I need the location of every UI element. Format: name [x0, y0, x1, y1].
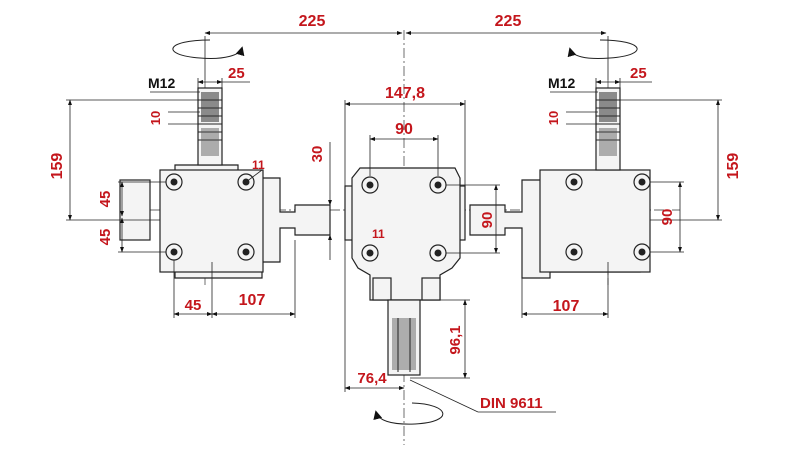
dim-107-left: 107 — [239, 292, 266, 309]
left-gearbox — [119, 87, 331, 279]
hole-11-center: 11 — [372, 227, 385, 241]
center-dimensions: 147,8 90 30 90 11 96,1 76,4 DIN 9611 — [309, 85, 556, 413]
dim-147-8: 147,8 — [385, 85, 425, 102]
hole-11-left: 11 — [252, 158, 265, 172]
right-gearbox — [469, 87, 651, 279]
dim-10-left: 10 — [148, 111, 163, 125]
dim-76-4: 76,4 — [357, 370, 387, 387]
thread-m12-right: M12 — [548, 75, 575, 91]
dim-159-left: 159 — [49, 153, 66, 180]
rotation-arrow-bottom-icon — [373, 402, 444, 425]
left-dimensions: M12 25 10 159 45 45 11 45 107 — [49, 65, 296, 318]
dim-45-top: 45 — [97, 191, 114, 208]
dim-159-right: 159 — [725, 153, 742, 180]
dim-30: 30 — [309, 146, 326, 163]
thread-m12-left: M12 — [148, 75, 175, 91]
mounting-holes-right — [565, 173, 651, 261]
dim-225-left: 225 — [299, 13, 326, 30]
dim-96-1: 96,1 — [447, 325, 464, 354]
right-dimensions: M12 25 10 159 90 107 — [521, 65, 742, 318]
dim-25-right: 25 — [630, 65, 647, 82]
dim-90-right: 90 — [659, 209, 676, 226]
dim-90-center-vertical: 90 — [479, 212, 496, 229]
dim-225-right: 225 — [495, 13, 522, 30]
mounting-holes-center — [361, 176, 447, 262]
top-width-dimensions: 225 225 — [204, 13, 609, 80]
center-gearbox — [344, 167, 466, 376]
rotation-arrow-left-icon — [172, 39, 245, 59]
dim-45-bottom: 45 — [97, 229, 114, 246]
dim-25-left: 25 — [228, 65, 245, 82]
rotation-arrow-right-icon — [567, 39, 638, 59]
dim-90-center-top: 90 — [395, 121, 413, 138]
dim-107-right: 107 — [553, 298, 580, 315]
dim-10-right: 10 — [546, 111, 561, 125]
din-9611-label: DIN 9611 — [480, 395, 543, 412]
dim-45-horizontal: 45 — [185, 297, 202, 314]
